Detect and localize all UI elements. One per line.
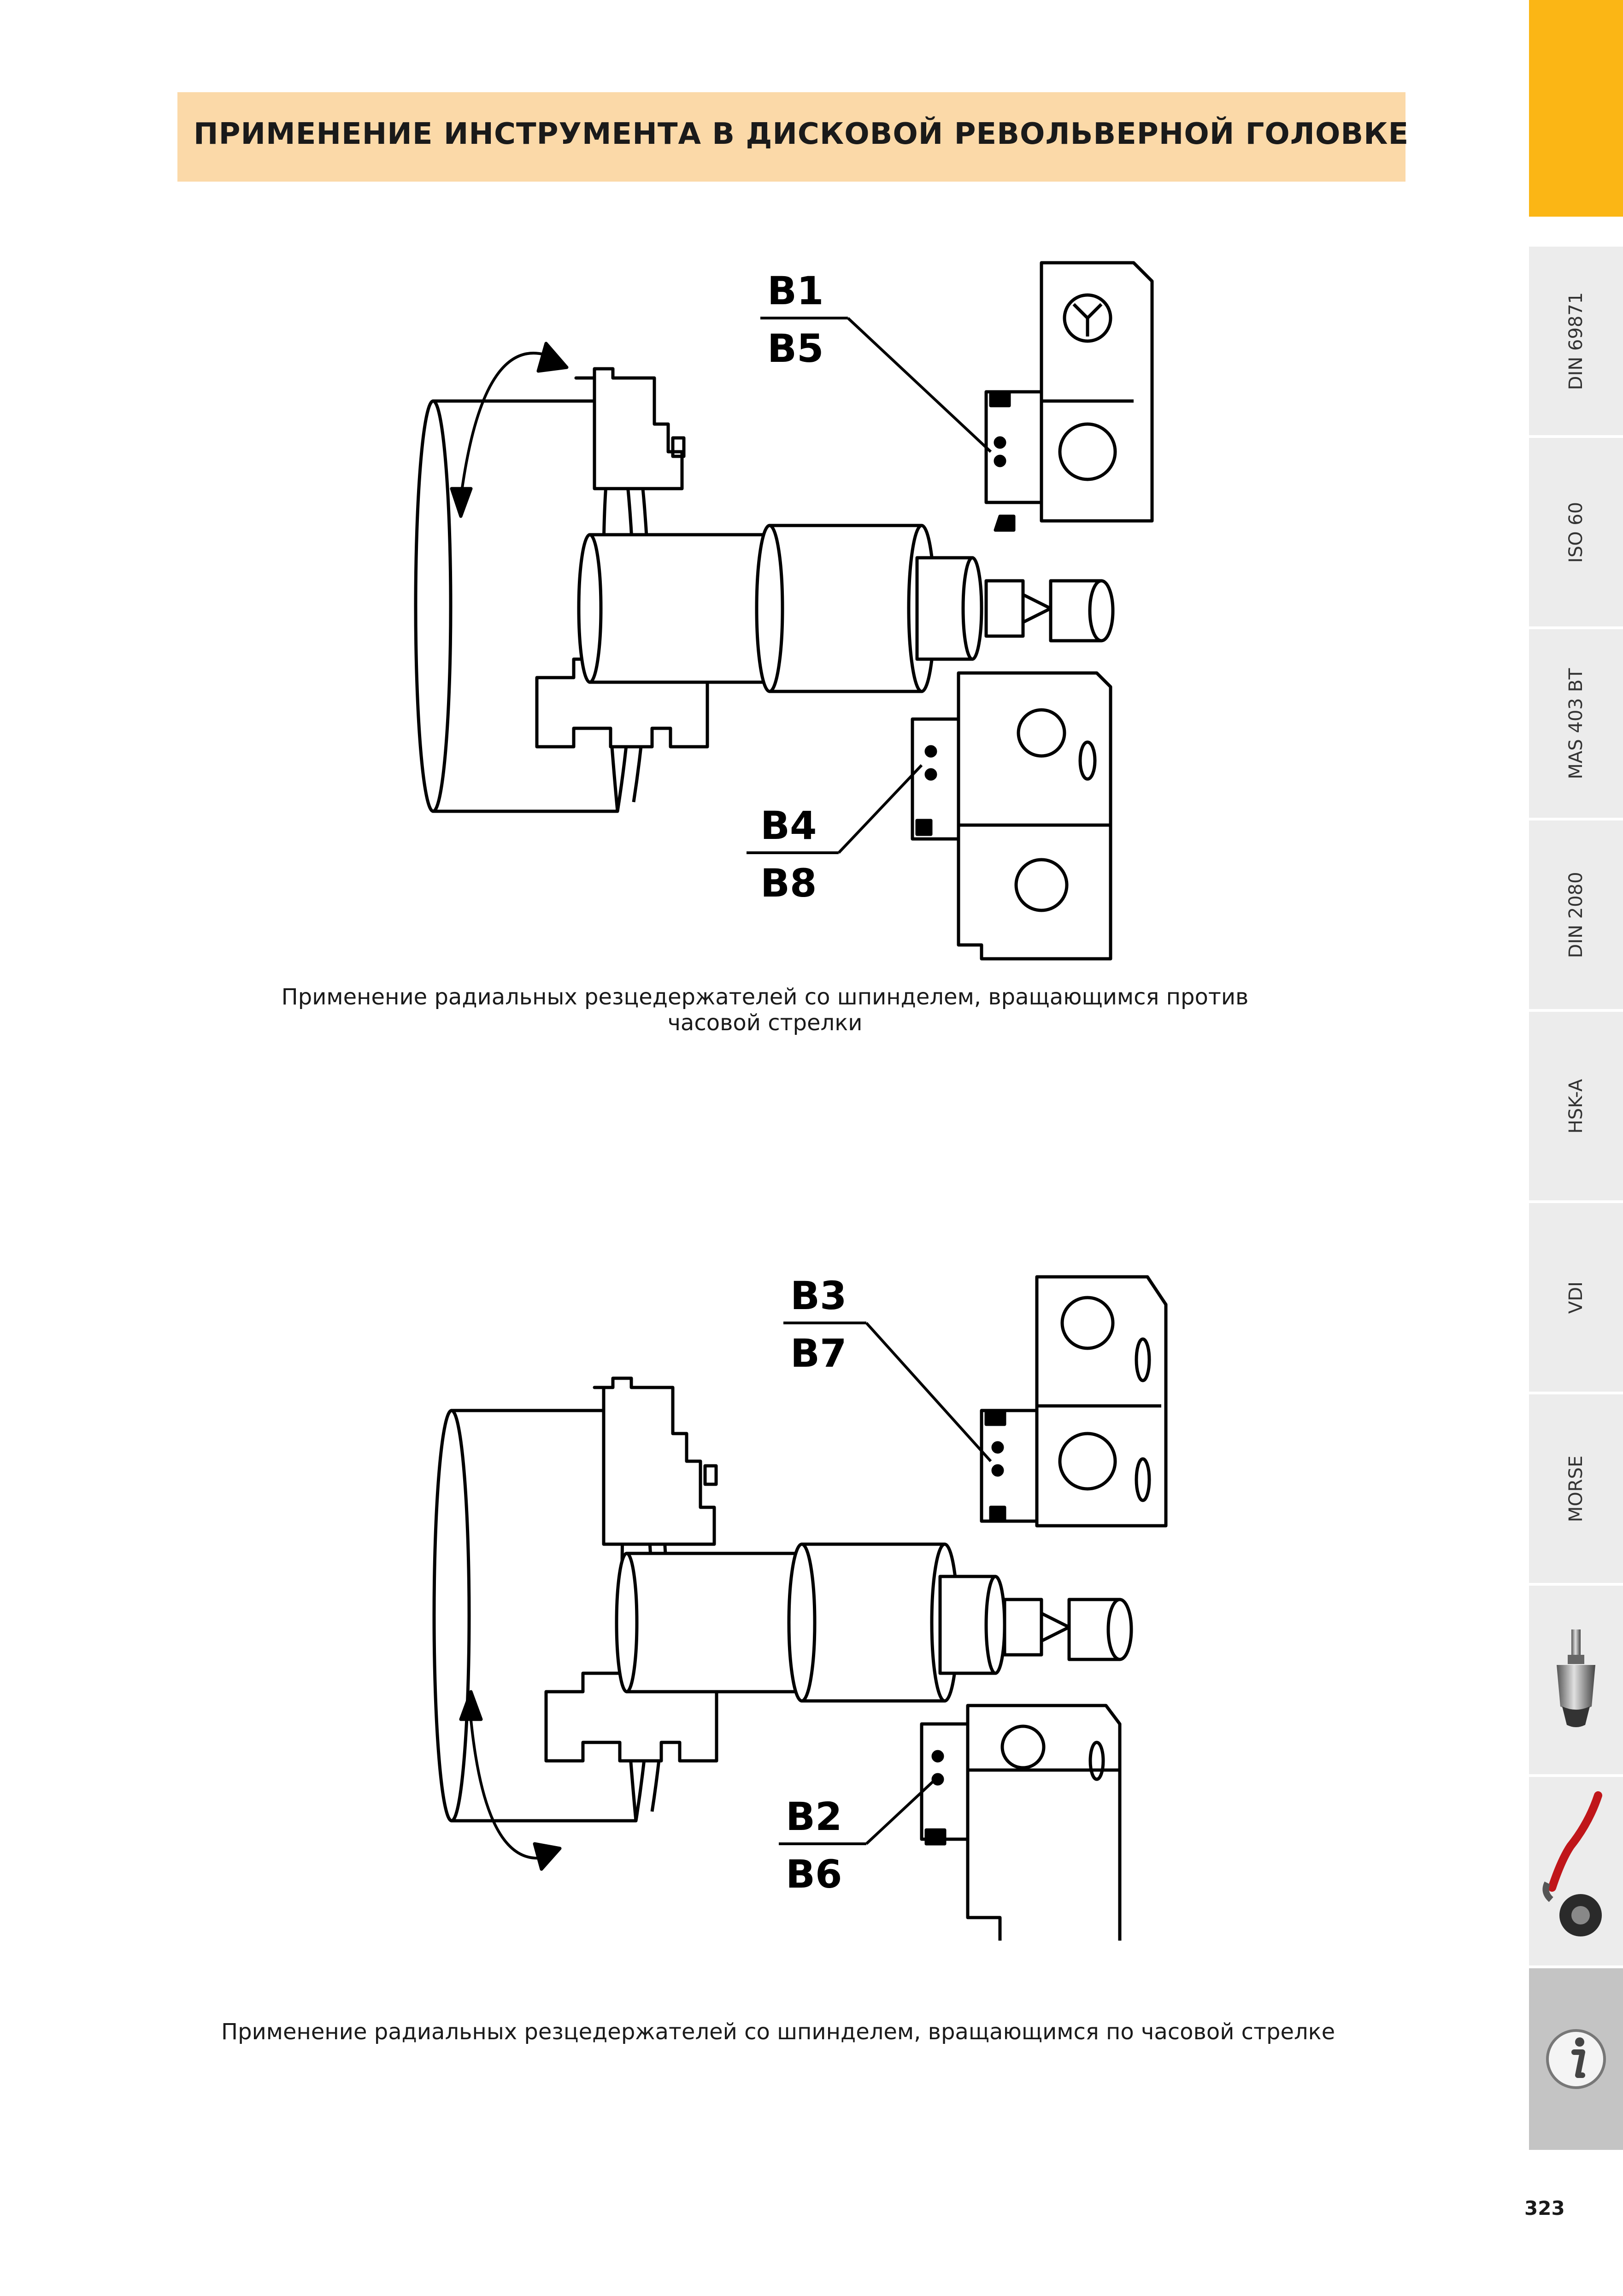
upper-tool-holder	[984, 261, 1154, 532]
tab-din-2080[interactable]: DIN 2080	[1529, 820, 1623, 1012]
rotation-arrow	[459, 1690, 562, 1871]
label-b1: B1	[767, 268, 823, 313]
label-b8: B8	[760, 861, 817, 906]
section-header-bar	[177, 92, 1405, 182]
lower-tool-holder	[920, 1704, 1122, 1941]
upper-tool-holder	[980, 1275, 1168, 1528]
info-icon	[1546, 2029, 1606, 2089]
drill-chuck-icon	[1557, 1629, 1595, 1727]
figure-ccw-spindle: B1 B5 B4 B8	[414, 261, 1154, 961]
category-sidebar: DIN 69871 ISO 60 MAS 403 BT DIN 2080 HSK…	[1529, 0, 1623, 2153]
label-b3: B3	[790, 1273, 847, 1318]
upper-jaw	[574, 367, 686, 490]
tab-mas-403-bt[interactable]: MAS 403 BT	[1529, 629, 1623, 820]
figure2-caption: Применение радиальных резцедержателей со…	[221, 2019, 1335, 2045]
tab-label: MAS 403 BT	[1565, 668, 1587, 779]
tab-info[interactable]	[1529, 1968, 1623, 2153]
tab-label: VDI	[1565, 1281, 1587, 1314]
tab-iso-60[interactable]: ISO 60	[1529, 438, 1623, 629]
wrench-and-nut-icon	[1542, 1791, 1602, 1936]
tab-label: DIN 2080	[1565, 871, 1587, 958]
workpiece	[577, 524, 983, 693]
lower-tool-holder	[911, 671, 1112, 961]
page-number: 323	[1524, 2197, 1565, 2219]
tab-drill-chucks[interactable]	[1529, 1586, 1623, 1777]
tab-din-69871[interactable]: DIN 69871	[1529, 247, 1623, 438]
tab-hsk-a[interactable]: HSK-A	[1529, 1012, 1623, 1203]
tab-morse[interactable]: MORSE	[1529, 1394, 1623, 1586]
tab-label: HSK-A	[1565, 1079, 1587, 1133]
upper-jaw	[593, 1376, 718, 1546]
sidebar-accent	[1529, 0, 1623, 217]
figure1-caption: Применение радиальных резцедержателей со…	[281, 984, 1249, 1036]
tab-label: DIN 69871	[1565, 292, 1587, 390]
label-b4: B4	[760, 803, 817, 848]
label-b2: B2	[786, 1794, 842, 1839]
tab-label: ISO 60	[1565, 502, 1587, 563]
label-b6: B6	[786, 1852, 842, 1897]
tailstock-centre	[1003, 1598, 1133, 1661]
tailstock-centre	[984, 579, 1115, 643]
tab-vdi[interactable]: VDI	[1529, 1203, 1623, 1394]
tab-wrenches-and-nuts[interactable]	[1529, 1777, 1623, 1968]
label-b5: B5	[767, 326, 823, 371]
page-title: ПРИМЕНЕНИЕ ИНСТРУМЕНТА В ДИСКОВОЙ РЕВОЛЬ…	[194, 117, 1409, 151]
tab-label: MORSE	[1565, 1455, 1587, 1522]
workpiece	[615, 1542, 1006, 1703]
label-b7: B7	[790, 1331, 847, 1376]
figure-cw-spindle: B3 B7 B2 B6	[432, 1273, 1168, 1941]
rotation-arrow	[450, 342, 569, 518]
